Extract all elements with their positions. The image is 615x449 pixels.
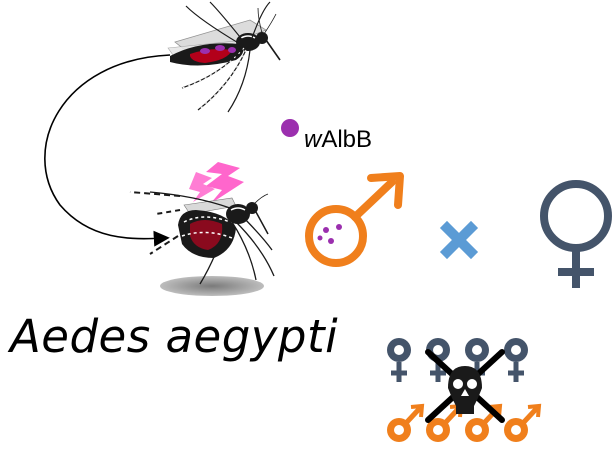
male-offspring-icon	[465, 403, 503, 442]
male-symbol-icon	[305, 172, 404, 267]
male-offspring-icon	[504, 403, 542, 442]
mosquito-shadow	[160, 276, 264, 296]
mosquito-top-icon	[167, 1, 281, 113]
species-label: Aedes aegypti	[10, 310, 339, 363]
curved-arrow-icon	[44, 54, 171, 247]
male-offspring-icon	[426, 403, 464, 442]
wolbachia-dot-icon	[281, 119, 299, 137]
wolbachia-strain-suffix: AlbB	[321, 126, 373, 153]
wolbachia-strain-label: wAlbB	[304, 128, 372, 152]
wolbachia-strain-prefix: w	[304, 126, 322, 153]
cross-icon	[439, 220, 479, 260]
lightning-icon	[189, 162, 244, 204]
offspring-males	[387, 403, 542, 442]
skull-crossbones-icon	[425, 349, 505, 423]
female-symbol-icon	[540, 180, 612, 288]
female-offspring-icon	[387, 338, 411, 382]
male-offspring-icon	[387, 403, 425, 442]
female-offspring-icon	[504, 338, 528, 382]
mosquito-bottom-icon	[129, 191, 275, 285]
